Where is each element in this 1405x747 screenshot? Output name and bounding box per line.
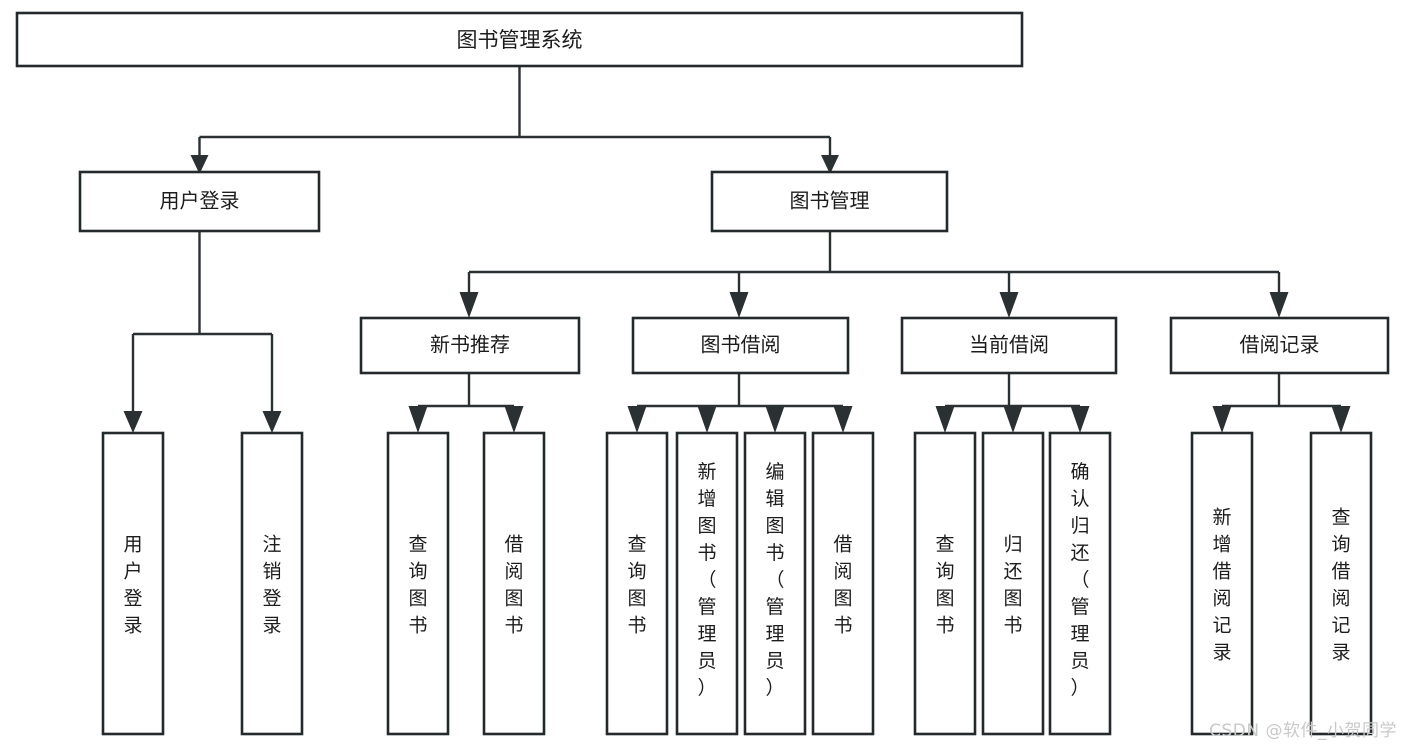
node-book-manage[interactable]: 图书管理 bbox=[710, 170, 949, 233]
node-book-borrow-box[interactable] bbox=[631, 316, 850, 375]
leaf-query-book-1-label: 查询图书 bbox=[408, 534, 427, 637]
leaf-query-record-label: 查询借阅记录 bbox=[1331, 507, 1350, 664]
leaf-user-login-box[interactable] bbox=[101, 431, 165, 736]
node-current-borrow-label: 当前借阅 bbox=[969, 333, 1049, 357]
node-user-login-label: 用户登录 bbox=[160, 189, 240, 213]
leaf-query-book-3-label: 查询图书 bbox=[935, 534, 954, 637]
arrow-head-confirm-return bbox=[1070, 406, 1090, 433]
arrow-head-query-book-1 bbox=[408, 406, 428, 433]
node-book-borrow-label: 图书借阅 bbox=[701, 333, 781, 357]
leaf-logout-label: 注销登录 bbox=[262, 534, 281, 637]
node-borrow-record[interactable]: 借阅记录 bbox=[1169, 316, 1390, 375]
leaf-query-book-1-box[interactable] bbox=[386, 431, 450, 736]
node-new-book-rec-box[interactable] bbox=[359, 316, 581, 375]
node-current-borrow[interactable]: 当前借阅 bbox=[900, 316, 1118, 375]
leaf-borrow-book-2-box[interactable] bbox=[811, 431, 875, 736]
arrow-head-query-record bbox=[1331, 406, 1351, 433]
leaf-logout[interactable]: 注销登录 bbox=[240, 431, 304, 736]
leaf-nodes-group: 用户登录 注销登录 查询图书 借阅图书 查询图书 新增图书（管理员） 编辑图书（管理员） 借阅… bbox=[101, 431, 1373, 736]
arrow-head-leaf-logout bbox=[262, 411, 282, 433]
leaf-add-record[interactable]: 新增借阅记录 bbox=[1190, 431, 1254, 736]
node-book-manage-label: 图书管理 bbox=[790, 189, 870, 213]
leaf-confirm-return-label: 确认归还（管理员） bbox=[1070, 461, 1089, 699]
leaf-query-book-1[interactable]: 查询图书 bbox=[386, 431, 450, 736]
leaf-user-login[interactable]: 用户登录 bbox=[101, 431, 165, 736]
arrow-head-query-book-2 bbox=[627, 406, 647, 433]
arrow-head-add-record bbox=[1212, 406, 1232, 433]
leaf-confirm-return-box[interactable] bbox=[1048, 431, 1112, 736]
leaf-add-record-box[interactable] bbox=[1190, 431, 1254, 736]
node-book-manage-box[interactable] bbox=[710, 170, 949, 233]
arrow-head-borrow-book-2 bbox=[833, 406, 853, 433]
leaf-query-book-3-box[interactable] bbox=[913, 431, 977, 736]
leaf-user-login-label: 用户登录 bbox=[123, 534, 142, 637]
leaf-add-book-label: 新增图书（管理员） bbox=[697, 461, 716, 699]
leaf-query-book-2-label: 查询图书 bbox=[627, 534, 646, 637]
leaf-add-book-box[interactable] bbox=[675, 431, 739, 736]
leaf-query-book-2-box[interactable] bbox=[605, 431, 669, 736]
leaf-query-book-3[interactable]: 查询图书 bbox=[913, 431, 977, 736]
node-root-box[interactable] bbox=[15, 11, 1024, 68]
csdn-watermark: CSDN @软件_小贺同学 bbox=[1209, 721, 1397, 741]
node-current-borrow-box[interactable] bbox=[900, 316, 1118, 375]
arrow-head-add-book bbox=[697, 406, 717, 433]
leaf-add-record-label: 新增借阅记录 bbox=[1212, 507, 1231, 664]
leaf-confirm-return[interactable]: 确认归还（管理员） bbox=[1048, 431, 1112, 736]
arrow-head-book-manage bbox=[821, 155, 839, 174]
arrow-head-borrow-record bbox=[1269, 292, 1289, 318]
arrow-head-borrow-book-1 bbox=[504, 406, 524, 433]
node-user-login[interactable]: 用户登录 bbox=[78, 170, 321, 233]
node-root-label: 图书管理系统 bbox=[457, 28, 583, 52]
node-borrow-record-label: 借阅记录 bbox=[1240, 333, 1320, 357]
arrow-head-book-borrow bbox=[729, 292, 749, 318]
node-root[interactable]: 图书管理系统 bbox=[15, 11, 1024, 68]
connectors-group bbox=[123, 66, 1351, 433]
leaf-query-record-box[interactable] bbox=[1309, 431, 1373, 736]
leaf-logout-box[interactable] bbox=[240, 431, 304, 736]
leaf-borrow-book-1-box[interactable] bbox=[482, 431, 546, 736]
arrow-head-return-book bbox=[1003, 406, 1023, 433]
arrow-head-edit-book bbox=[765, 406, 785, 433]
leaf-query-book-2[interactable]: 查询图书 bbox=[605, 431, 669, 736]
leaf-query-record[interactable]: 查询借阅记录 bbox=[1309, 431, 1373, 736]
arrow-head-current-borrow bbox=[999, 292, 1019, 318]
node-new-book-rec-label: 新书推荐 bbox=[430, 333, 510, 357]
node-new-book-rec[interactable]: 新书推荐 bbox=[359, 316, 581, 375]
leaf-edit-book-label: 编辑图书（管理员） bbox=[765, 461, 784, 699]
leaf-edit-book-box[interactable] bbox=[743, 431, 807, 736]
arrow-head-new-book-rec bbox=[459, 292, 479, 318]
node-book-borrow[interactable]: 图书借阅 bbox=[631, 316, 850, 375]
leaf-return-book-label: 归还图书 bbox=[1003, 534, 1022, 637]
leaf-borrow-book-1-label: 借阅图书 bbox=[504, 534, 523, 637]
arrow-head-leaf-user-login bbox=[123, 411, 143, 433]
node-borrow-record-box[interactable] bbox=[1169, 316, 1390, 375]
node-user-login-box[interactable] bbox=[78, 170, 321, 233]
leaf-edit-book[interactable]: 编辑图书（管理员） bbox=[743, 431, 807, 736]
leaf-return-book-box[interactable] bbox=[981, 431, 1045, 736]
leaf-borrow-book-2[interactable]: 借阅图书 bbox=[811, 431, 875, 736]
leaf-return-book[interactable]: 归还图书 bbox=[981, 431, 1045, 736]
leaf-borrow-book-1[interactable]: 借阅图书 bbox=[482, 431, 546, 736]
leaf-borrow-book-2-label: 借阅图书 bbox=[833, 534, 852, 637]
arrow-head-user-login bbox=[190, 155, 209, 174]
leaf-add-book[interactable]: 新增图书（管理员） bbox=[675, 431, 739, 736]
arrow-head-query-book-3 bbox=[935, 406, 955, 433]
